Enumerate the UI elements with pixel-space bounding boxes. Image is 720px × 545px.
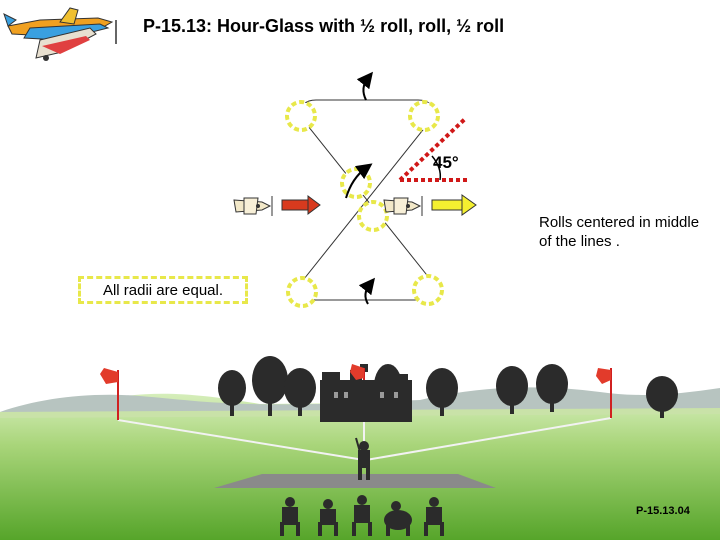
plane-logo-icon — [3, 7, 117, 61]
pilot-icon — [355, 437, 370, 480]
flag-icon — [596, 368, 612, 418]
tree-icon — [646, 376, 678, 418]
tree-icon — [284, 368, 316, 416]
radii-note-text: All radii are equal. — [102, 281, 224, 299]
radius-circle — [340, 167, 372, 199]
exit-arrow — [431, 194, 477, 216]
rolls-note: Rolls centered in middle of the lines . — [539, 214, 700, 250]
radius-circle — [408, 100, 440, 132]
judge-icon — [424, 497, 444, 536]
exit-plane-icon — [383, 196, 423, 216]
judge-icon — [280, 497, 300, 536]
figure-code: P-15.13.04 — [636, 505, 690, 517]
radius-circle — [285, 100, 317, 132]
angle-label: 45° — [433, 153, 459, 172]
roll-arrows — [345, 71, 375, 305]
roll-arrow-icon — [356, 71, 373, 101]
runway — [214, 474, 496, 488]
flag-icon — [100, 368, 119, 420]
figure-title: P-15.13: Hour-Glass with ½ roll, roll, ½… — [143, 16, 505, 36]
tree-icon — [496, 366, 528, 414]
judges — [280, 495, 444, 536]
judge-icon — [384, 501, 412, 536]
tree-icon — [218, 370, 246, 416]
radius-circle — [357, 200, 389, 232]
entry-plane-icon — [233, 196, 273, 216]
tree-icon — [252, 356, 288, 416]
roll-arrow-icon — [358, 277, 375, 305]
radius-circle — [412, 274, 444, 306]
flag-icon — [350, 364, 365, 380]
judge-icon — [352, 495, 372, 536]
tree-icon — [426, 368, 458, 416]
entry-arrow — [281, 195, 321, 215]
flight-path — [299, 99, 435, 301]
judge-icon — [318, 499, 338, 536]
radii-note: All radii are equal. — [78, 276, 248, 304]
roll-arrow-icon — [345, 163, 373, 199]
radius-circle — [286, 276, 318, 308]
tree-icon — [536, 364, 568, 412]
tree-line — [218, 356, 678, 418]
angle-reference — [398, 116, 470, 182]
